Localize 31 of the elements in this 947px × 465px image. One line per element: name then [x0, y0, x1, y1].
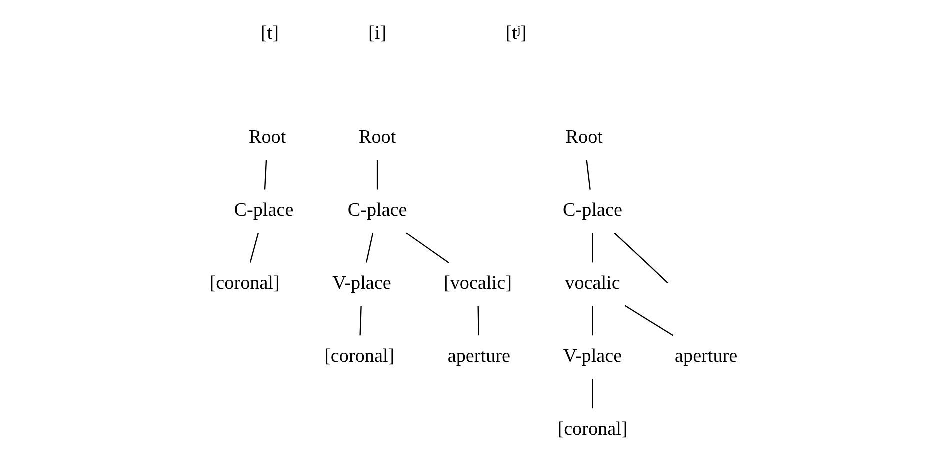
node-text: aperture [675, 346, 738, 367]
connector [592, 379, 594, 409]
connector [250, 233, 259, 263]
connector [625, 305, 674, 336]
connector [586, 160, 591, 190]
node-text: C-place [563, 200, 622, 222]
connector [592, 306, 594, 336]
connector [366, 233, 374, 263]
connector [406, 232, 450, 264]
label: [tʲ] [506, 23, 527, 44]
node-text: [coronal] [324, 346, 395, 367]
node-text: Root [248, 127, 286, 148]
node-text: aperture [448, 346, 511, 367]
label: [t] [260, 23, 279, 44]
node-text: C-place [348, 200, 408, 222]
node-text: V-place [332, 273, 392, 294]
node-text: Root [566, 127, 603, 148]
node-text: [coronal] [210, 273, 280, 294]
label: [i] [368, 23, 387, 44]
connector [478, 306, 480, 336]
connector [614, 232, 668, 284]
connector [264, 160, 268, 190]
node-text: V-place [563, 346, 622, 367]
node-text: vocalic [565, 273, 620, 294]
connector [360, 306, 362, 336]
node-text: Root [358, 127, 396, 148]
connector [592, 233, 594, 263]
connector [376, 160, 378, 190]
node-text: [vocalic] [444, 273, 512, 294]
node-text: [coronal] [558, 418, 628, 440]
node-text: C-place [234, 200, 294, 222]
